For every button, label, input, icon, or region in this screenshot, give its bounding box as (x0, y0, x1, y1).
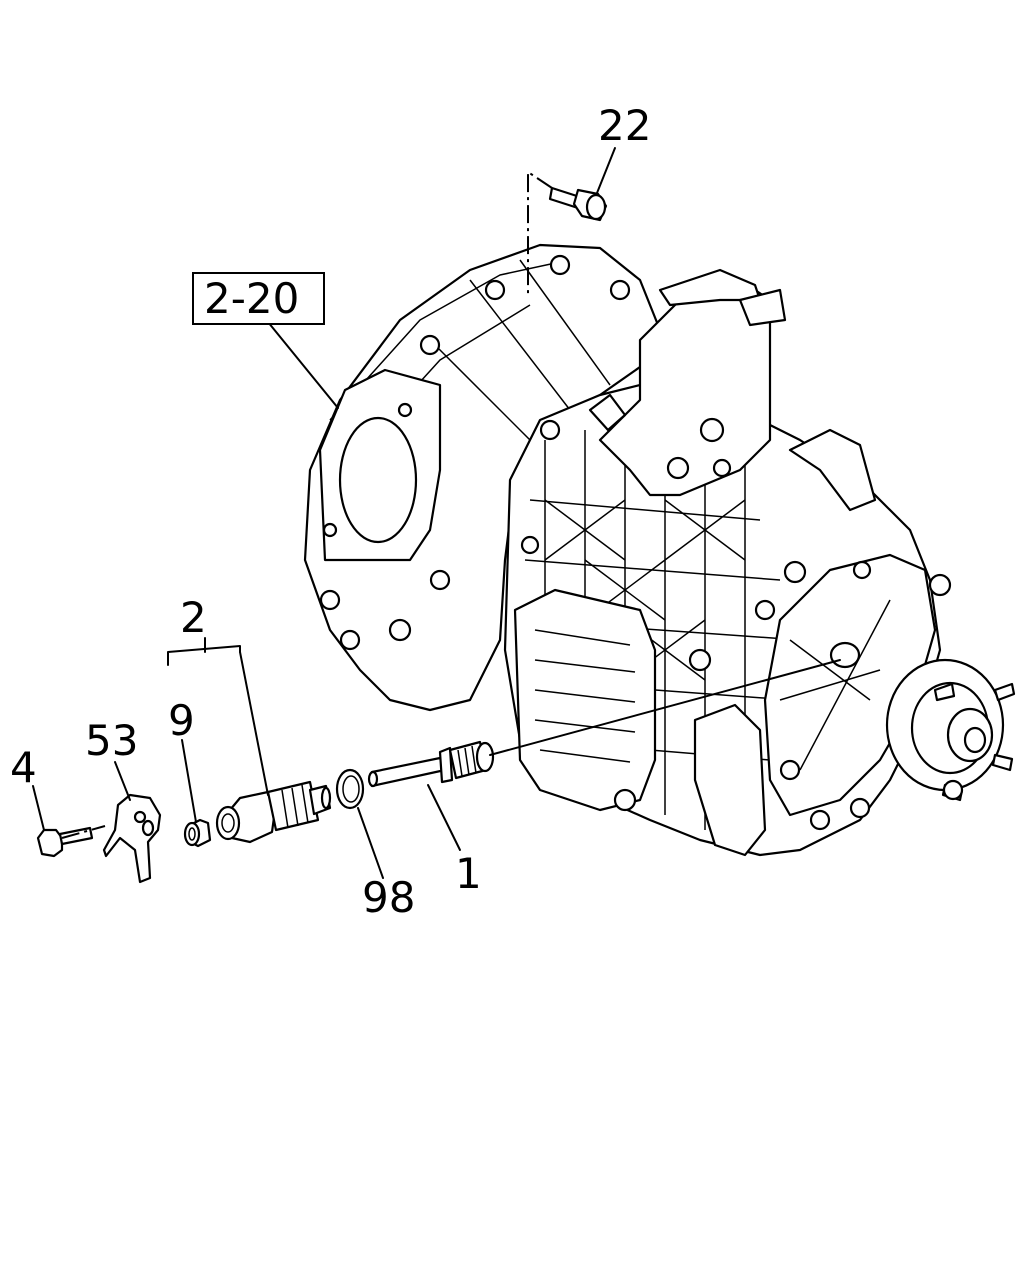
o-ring-98 (335, 768, 365, 810)
callout-2: 2 (180, 593, 207, 642)
bolt-22 (548, 186, 608, 222)
callout-22: 22 (598, 101, 651, 150)
callout-box-2-20 (192, 272, 325, 325)
driven-gear-shaft-1 (367, 740, 495, 788)
bolt-4 (36, 826, 94, 858)
callout-53: 53 (85, 716, 138, 765)
bracket-53 (102, 793, 162, 884)
speed-sensor-2 (215, 780, 332, 844)
callout-2-20: 2-20 (204, 274, 299, 323)
callout-4: 4 (10, 743, 37, 792)
leader-lines (32, 147, 841, 879)
callout-98: 98 (362, 873, 415, 922)
callout-9: 9 (168, 696, 195, 745)
transmission-assembly (303, 243, 1016, 857)
callout-1: 1 (455, 849, 482, 898)
seal-9 (183, 818, 212, 848)
